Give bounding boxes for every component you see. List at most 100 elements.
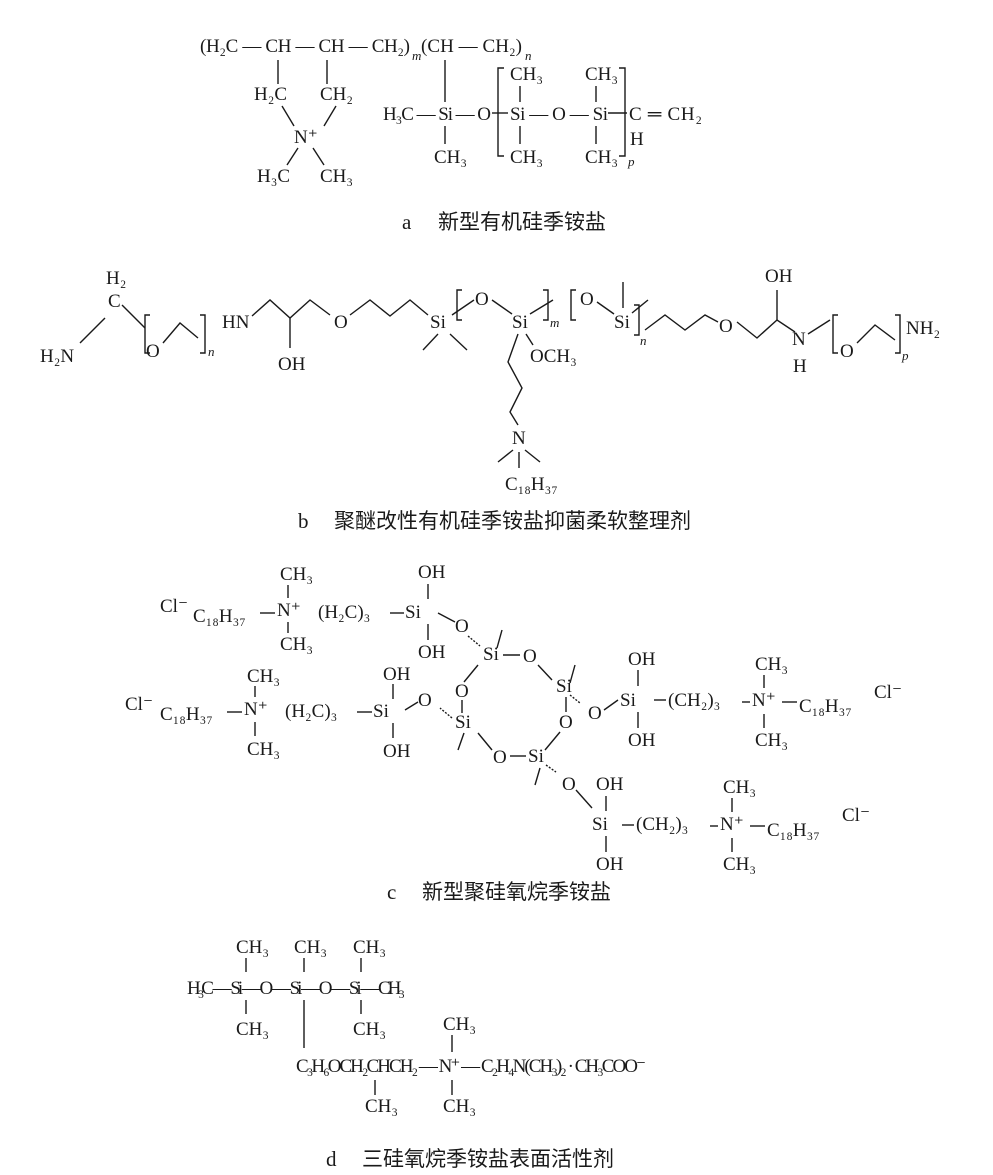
bracket bbox=[832, 314, 838, 354]
bond bbox=[807, 319, 831, 335]
a-sub-n: n bbox=[525, 48, 532, 63]
d-ch3: CH₃ bbox=[353, 937, 386, 958]
a-backbone-1: (H₂C — CH — CH — CH₂) bbox=[200, 36, 410, 57]
structure-a: (H₂C — CH — CH — CH₂) m (CH — CH₂) n H₂C… bbox=[200, 36, 702, 234]
c-ch3: CH₃ bbox=[755, 654, 788, 675]
hashed-bond bbox=[467, 635, 481, 647]
hashed-bond bbox=[439, 707, 453, 719]
a-si-left: H₃C — Si — O bbox=[383, 104, 491, 125]
caption-a: 新型有机硅季铵盐 bbox=[438, 210, 606, 234]
bond bbox=[736, 319, 796, 339]
c-oh: OH bbox=[418, 642, 446, 663]
bond bbox=[422, 333, 439, 351]
b-hn: HN bbox=[222, 312, 250, 333]
c-h2c3: (H₂C)₃ bbox=[318, 602, 370, 623]
c-n-plus: N⁺ bbox=[752, 690, 776, 711]
bond bbox=[856, 324, 896, 344]
c-o: O bbox=[559, 712, 573, 733]
c-si: Si bbox=[405, 602, 421, 623]
bond bbox=[631, 299, 649, 314]
c-h2c3: (H₂C)₃ bbox=[285, 701, 337, 722]
structure-d: CH₃ CH₃ CH₃ H₃C — Si — O — Si — O — Si —… bbox=[187, 937, 646, 1171]
c-si: Si bbox=[620, 690, 636, 711]
bracket bbox=[570, 289, 576, 321]
bond bbox=[644, 314, 719, 331]
bond bbox=[323, 105, 337, 127]
c-ch2-3: (CH₂)₃ bbox=[668, 690, 720, 711]
b-o: O bbox=[475, 289, 489, 310]
c-o: O bbox=[562, 774, 576, 795]
c-oh: OH bbox=[596, 854, 624, 875]
b-oh: OH bbox=[765, 266, 793, 287]
b-sub-n: n bbox=[208, 344, 215, 359]
d-ch3: CH₃ bbox=[353, 1019, 386, 1040]
bond bbox=[596, 301, 615, 315]
a-h2c: H₂C bbox=[254, 84, 287, 105]
b-sub-p: p bbox=[901, 348, 909, 363]
c-c18h37: C₁₈H₃₇ bbox=[767, 820, 820, 841]
b-o: O bbox=[719, 316, 733, 337]
d-ch3: CH₃ bbox=[443, 1014, 476, 1035]
b-si: Si bbox=[430, 312, 446, 333]
caption-d: 三硅氧烷季铵盐表面活性剂 bbox=[362, 1147, 614, 1171]
d-tail: C₃H₆OCH₂CHCH₂ — N⁺ — C₂H₄N(CH₃)₂ · CH₃CO… bbox=[296, 1056, 646, 1077]
bracket bbox=[543, 289, 549, 321]
d-ch3: CH₃ bbox=[294, 937, 327, 958]
c-o: O bbox=[523, 646, 537, 667]
bond bbox=[497, 449, 514, 463]
c-ch3: CH₃ bbox=[280, 634, 313, 655]
c-n-plus: N⁺ bbox=[720, 814, 744, 835]
structure-b: H₂N H₂ C O n HN OH O Si O Si m O Si n bbox=[40, 266, 940, 533]
c-oh: OH bbox=[383, 741, 411, 762]
b-nitrogen: N bbox=[512, 428, 526, 449]
a-ch3: CH₃ bbox=[585, 64, 618, 85]
b-o: O bbox=[580, 289, 594, 310]
structure-c: Cl⁻ C₁₈H₃₇ N⁺ CH₃ CH₃ (H₂C)₃ Si OH OH O … bbox=[125, 562, 902, 904]
bond bbox=[477, 732, 493, 751]
bond bbox=[534, 767, 541, 786]
d-ch3: CH₃ bbox=[236, 1019, 269, 1040]
bond bbox=[404, 701, 419, 711]
caption-b-letter: b bbox=[298, 509, 309, 533]
bond bbox=[251, 299, 331, 319]
b-nitrogen: N bbox=[792, 329, 806, 350]
bond bbox=[529, 299, 554, 315]
c-c18h37: C₁₈H₃₇ bbox=[193, 606, 246, 627]
caption-c: 新型聚硅氧烷季铵盐 bbox=[422, 880, 611, 904]
bracket bbox=[144, 314, 150, 354]
b-si: Si bbox=[614, 312, 630, 333]
caption-a-letter: a bbox=[402, 210, 412, 234]
a-bracket-left bbox=[497, 67, 504, 157]
bond bbox=[463, 664, 479, 683]
bond bbox=[575, 789, 593, 809]
c-ch3: CH₃ bbox=[723, 777, 756, 798]
c-si: Si bbox=[556, 676, 572, 697]
c-ch3: CH₃ bbox=[247, 666, 280, 687]
b-h2n: H₂N bbox=[40, 346, 74, 367]
c-o: O bbox=[418, 690, 432, 711]
c-c18h37: C₁₈H₃₇ bbox=[799, 696, 852, 717]
a-sub-m: m bbox=[412, 48, 421, 63]
c-si: Si bbox=[528, 746, 544, 767]
b-sub-n: n bbox=[640, 333, 647, 348]
b-o: O bbox=[334, 312, 348, 333]
c-cl: Cl⁻ bbox=[125, 694, 153, 715]
c-si: Si bbox=[455, 712, 471, 733]
bond bbox=[449, 333, 468, 351]
d-siloxane-chain: H₃C — Si — O — Si — O — Si — CH₃ bbox=[187, 978, 405, 999]
c-o: O bbox=[455, 681, 469, 702]
b-c18h37: C₁₈H₃₇ bbox=[505, 474, 558, 495]
hashed-bond bbox=[569, 694, 581, 704]
c-oh: OH bbox=[628, 730, 656, 751]
a-vinyl: C ═ CH₂ bbox=[629, 104, 702, 125]
c-si: Si bbox=[483, 644, 499, 665]
caption-d-letter: d bbox=[326, 1147, 337, 1171]
bond bbox=[524, 449, 541, 463]
c-oh: OH bbox=[383, 664, 411, 685]
a-ch3: CH₃ bbox=[320, 166, 353, 187]
a-bracket-right bbox=[619, 67, 626, 157]
c-oh: OH bbox=[628, 649, 656, 670]
bond bbox=[451, 299, 475, 316]
d-ch3: CH₃ bbox=[365, 1096, 398, 1117]
